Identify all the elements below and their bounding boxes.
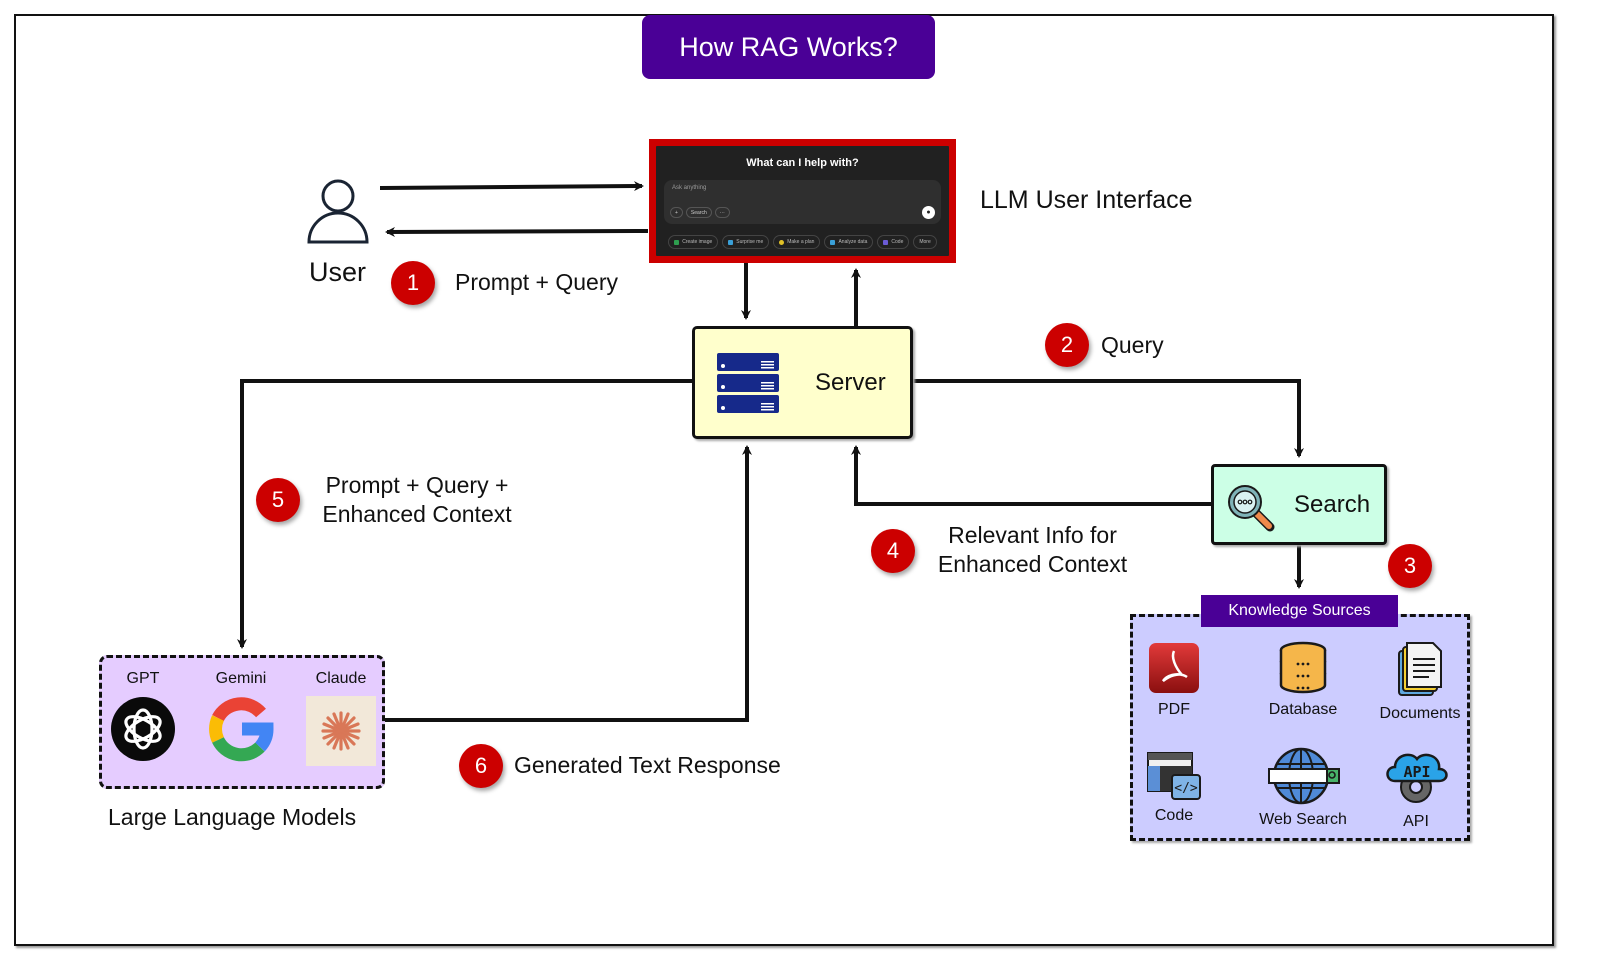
step-5-label: Prompt + Query + Enhanced Context	[322, 472, 512, 527]
chat-input-box[interactable]: Ask anything + Search ··· ●	[664, 180, 941, 224]
bulb-icon	[779, 239, 785, 245]
step-2-badge: 2	[1045, 323, 1089, 367]
source-database: Database	[1248, 641, 1358, 719]
gift-icon	[728, 239, 734, 245]
llm-gpt: GPT	[98, 670, 188, 762]
web-search-icon	[1268, 747, 1340, 805]
magnifier-icon	[1228, 485, 1275, 532]
arrow-user-to-ui	[379, 181, 644, 192]
llm-group-label: Large Language Models	[108, 804, 357, 830]
pdf-icon	[1149, 643, 1199, 693]
source-web-search: Web Search	[1248, 747, 1358, 829]
source-pdf: PDF	[1119, 641, 1229, 719]
openai-icon	[111, 697, 175, 761]
step-1-badge: 1	[391, 261, 435, 305]
source-api: API API	[1361, 747, 1471, 831]
step-4-badge: 4	[871, 529, 915, 573]
chip-create-image[interactable]: Create image	[668, 235, 719, 249]
api-icon: API	[1386, 753, 1448, 803]
server-label: Server	[815, 369, 886, 396]
llm-gemini: Gemini	[196, 670, 286, 762]
chat-input-placeholder: Ask anything	[672, 185, 707, 191]
search-toggle-button[interactable]: Search	[685, 207, 712, 218]
image-icon	[674, 239, 680, 245]
llm-user-interface[interactable]: What can I help with? Ask anything + Sea…	[649, 139, 956, 263]
attach-button[interactable]: +	[670, 207, 683, 218]
step-1-label: Prompt + Query	[455, 269, 618, 295]
chip-surprise-me[interactable]: Surprise me	[722, 235, 770, 249]
search-node: Search	[1211, 464, 1387, 545]
code-icon	[883, 239, 889, 245]
source-code: </> Code	[1119, 751, 1229, 825]
database-icon	[1279, 641, 1327, 694]
server-node: Server	[692, 326, 913, 439]
step-5-badge: 5	[256, 478, 300, 522]
user-label: User	[309, 257, 367, 287]
google-icon	[209, 697, 274, 762]
more-tools-button[interactable]: ···	[714, 207, 730, 218]
user-icon	[307, 179, 369, 244]
svg-text:API: API	[1403, 763, 1430, 781]
source-documents: Documents	[1365, 641, 1475, 723]
knowledge-sources-title: Knowledge Sources	[1201, 595, 1398, 627]
chip-analyze-data[interactable]: Analyze data	[824, 235, 874, 249]
search-label: Search	[1294, 491, 1371, 518]
knowledge-sources-group: PDF Database Documents	[1130, 614, 1470, 841]
svg-text:</>: </>	[1174, 781, 1198, 796]
step-6-label: Generated Text Response	[514, 752, 781, 778]
arrow-server-to-llm	[237, 379, 692, 649]
suggestion-chips: Create image Surprise me Make a plan Ana…	[664, 235, 941, 249]
claude-icon	[306, 696, 376, 766]
chip-code[interactable]: Code	[877, 235, 910, 249]
step-2-label: Query	[1101, 332, 1164, 358]
step-4-label: Relevant Info for Enhanced Context	[937, 522, 1128, 577]
server-icon	[717, 353, 779, 413]
llm-ui-label: LLM User Interface	[980, 186, 1193, 214]
arrow-server-to-search	[913, 379, 1304, 458]
llm-group: GPT Gemini Claude	[99, 655, 385, 789]
chart-icon	[830, 239, 836, 245]
llm-claude: Claude	[296, 670, 386, 766]
arrow-llm-to-server	[385, 445, 752, 722]
step-6-badge: 6	[459, 744, 503, 788]
arrow-ui-to-user	[385, 226, 649, 237]
code-icon: </>	[1147, 752, 1201, 800]
diagram-title: How RAG Works?	[642, 15, 935, 79]
chat-heading: What can I help with?	[746, 157, 859, 169]
chat-window: What can I help with? Ask anything + Sea…	[656, 146, 949, 256]
documents-icon	[1398, 642, 1442, 696]
chip-more[interactable]: More	[913, 235, 937, 249]
arrow-search-to-server	[851, 445, 1211, 506]
chip-make-a-plan[interactable]: Make a plan	[773, 235, 821, 249]
step-3-badge: 3	[1388, 544, 1432, 588]
voice-icon[interactable]: ●	[922, 206, 935, 219]
